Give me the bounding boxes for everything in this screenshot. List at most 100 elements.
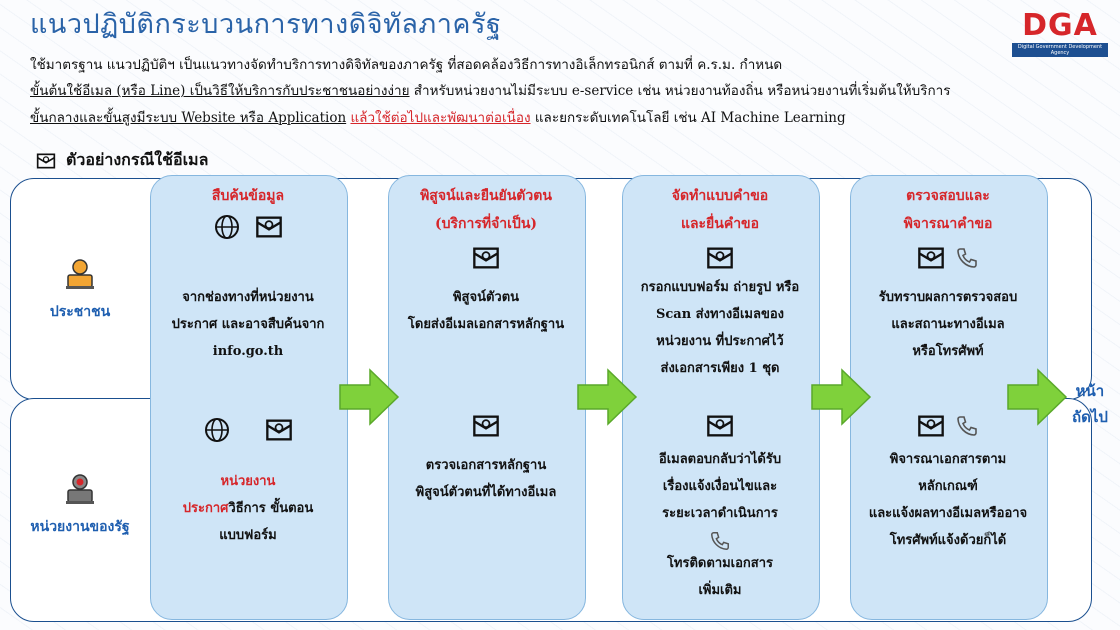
step-2-citizen-text: พิสูจน์ตัวตน โดยส่งอีเมลเอกสารหลักฐาน: [388, 284, 584, 338]
text-line: ประกาศ และอาจสืบค้นจาก: [171, 317, 325, 332]
step-4-heading: ตรวจสอบและ พิจารณาคำขอ: [850, 182, 1046, 238]
step-4-citizen-text: รับทราบผลการตรวจสอบ และสถานะทางอีเมล หรื…: [850, 284, 1046, 365]
dga-logo: DGA Digital Government Development Agenc…: [1012, 8, 1108, 57]
text-line: หรือโทรศัพท์: [912, 344, 984, 359]
text-line: แบบฟอร์ม: [219, 528, 277, 543]
text-line: กรอกแบบฟอร์ม ถ่ายรูป หรือ: [640, 280, 800, 295]
example-label-text: ตัวอย่างกรณีใช้อีเมล: [66, 150, 209, 169]
step-3-heading-line: และยื่นคำขอ: [680, 216, 760, 232]
step-1-citizen-text: จากช่องทางที่หน่วยงาน ประกาศ และอาจสืบค้…: [150, 284, 346, 365]
step-1-citizen-icons: [150, 213, 346, 241]
text-line: ส่งเอกสารเพียง 1 ชุด: [660, 361, 780, 376]
step-1-heading: สืบค้นข้อมูล: [150, 182, 346, 210]
text-red: ประกาศ: [182, 501, 229, 516]
step-3-phone-icons: [622, 530, 818, 552]
example-label: ตัวอย่างกรณีใช้อีเมล: [36, 148, 208, 173]
email-icon: [707, 247, 733, 269]
role-citizen-label: ประชาชน: [49, 304, 111, 320]
next-page-label: ถัดไป: [1072, 408, 1108, 426]
globe-icon: [215, 215, 239, 239]
step-3-heading: จัดทำแบบคำขอ และยื่นคำขอ: [622, 182, 818, 238]
intro-line-1: ใช้มาตรฐาน แนวปฏิบัติฯ เป็นแนวทางจัดทำบร…: [30, 57, 783, 73]
text-line: และแจ้งผลทางอีเมลหรืออาจ: [868, 506, 1028, 521]
step-4-agency-text: พิจารณาเอกสารตาม หลักเกณฑ์ และแจ้งผลทางอ…: [850, 446, 1046, 554]
text-line: เรื่องแจ้งเงื่อนไขและ: [662, 479, 778, 494]
next-page-link[interactable]: หน้า ถัดไป: [1072, 378, 1108, 430]
step-3-agency-icons: [622, 412, 818, 440]
arrow-right-icon: [339, 368, 400, 426]
step-4-citizen-icons: [850, 244, 1046, 272]
text-line: หน่วยงาน ที่ประกาศไว้: [656, 334, 784, 349]
step-4-heading-line: พิจารณาคำขอ: [903, 216, 993, 232]
government-officer-icon: [66, 474, 94, 504]
step-2-heading-line: พิสูจน์และยืนยันตัวตน: [420, 188, 552, 204]
email-icon: [266, 419, 292, 441]
text-line: โดยส่งอีเมลเอกสารหลักฐาน: [407, 317, 565, 332]
email-icon: [473, 415, 499, 437]
intro-line-3-red: แล้วใช้ต่อไปและพัฒนาต่อเนื่อง: [350, 110, 531, 126]
text-rest: วิธีการ ขั้นตอน: [228, 501, 314, 516]
logo-tagline: Digital Government Development Agency: [1012, 43, 1108, 57]
page-title: แนวปฏิบัติกระบวนการทางดิจิทัลภาครัฐ: [30, 9, 502, 40]
step-1-heading-line: สืบค้นข้อมูล: [211, 188, 285, 204]
text-line: พิจารณาเอกสารตาม: [889, 452, 1007, 467]
email-icon: [918, 415, 944, 437]
text-line: รับทราบผลการตรวจสอบ: [878, 290, 1018, 305]
intro-line-2: ขั้นต้นใช้อีเมล (หรือ Line) เป็นวิธีให้บ…: [30, 79, 950, 101]
step-3-agency-text-2: โทรติดตามเอกสาร เพิ่มเติม: [622, 550, 818, 604]
phone-icon: [711, 532, 729, 550]
intro-line-2-underlined: ขั้นต้นใช้อีเมล (หรือ Line) เป็นวิธีให้บ…: [30, 83, 410, 99]
text-line: พิสูจน์ตัวตน: [452, 290, 520, 305]
email-icon: [256, 216, 282, 238]
text-line: อีเมลตอบกลับว่าได้รับ: [658, 452, 782, 467]
text-line: โทรศัพท์แจ้งด้วยก็ได้: [889, 533, 1007, 548]
text-line: หน่วยงาน: [220, 474, 276, 489]
text-line: ตรวจเอกสารหลักฐาน: [425, 458, 547, 473]
logo-text: DGA: [1022, 8, 1098, 43]
step-3-heading-line: จัดทำแบบคำขอ: [671, 188, 769, 204]
step-column-1: [150, 175, 348, 620]
step-4-agency-icons: [850, 412, 1046, 440]
role-agency: หน่วยงานของรัฐ: [20, 470, 140, 538]
email-icon: [473, 247, 499, 269]
email-icon: [707, 415, 733, 437]
role-agency-label: หน่วยงานของรัฐ: [30, 519, 130, 535]
phone-icon: [957, 416, 977, 436]
text-line: Scan ส่งทางอีเมลของ: [655, 307, 785, 322]
step-2-heading-line: (บริการที่จำเป็น): [434, 216, 538, 232]
email-icon: [36, 153, 56, 168]
step-2-heading: พิสูจน์และยืนยันตัวตน (บริการที่จำเป็น): [388, 182, 584, 238]
text-line: โทรติดตามเอกสาร: [666, 556, 774, 571]
role-citizen: ประชาชน: [20, 255, 140, 323]
intro-line-2-rest: สำหรับหน่วยงานไม่มีระบบ e-service เช่น ห…: [409, 83, 951, 99]
intro-line-3-underlined: ขั้นกลางและขั้นสูงมีระบบ Website หรือ Ap…: [30, 110, 347, 126]
text-line: info.go.th: [212, 344, 284, 359]
step-3-citizen-text: กรอกแบบฟอร์ม ถ่ายรูป หรือ Scan ส่งทางอีเ…: [622, 274, 818, 382]
text-line: หลักเกณฑ์: [918, 479, 978, 494]
step-3-agency-text: อีเมลตอบกลับว่าได้รับ เรื่องแจ้งเงื่อนไข…: [622, 446, 818, 527]
step-4-heading-line: ตรวจสอบและ: [906, 188, 990, 204]
email-icon: [918, 247, 944, 269]
step-2-citizen-icons: [388, 244, 584, 272]
step-1-agency-text: หน่วยงาน ประกาศวิธีการ ขั้นตอน แบบฟอร์ม: [150, 468, 346, 549]
arrow-right-icon: [577, 368, 638, 426]
next-page-label: หน้า: [1075, 382, 1105, 400]
text-line: เพิ่มเติม: [698, 583, 742, 598]
step-2-agency-icons: [388, 412, 584, 440]
person-computer-icon: [66, 259, 94, 289]
next-page-arrow-icon[interactable]: [1006, 368, 1068, 426]
step-3-citizen-icons: [622, 244, 818, 272]
step-1-agency-icons: [150, 416, 346, 444]
text-line: พิสูจน์ตัวตนที่ได้ทางอีเมล: [415, 485, 557, 500]
text-line: จากช่องทางที่หน่วยงาน: [182, 290, 314, 305]
step-column-2: [388, 175, 586, 620]
text-line: และสถานะทางอีเมล: [891, 317, 1005, 332]
globe-icon: [205, 418, 229, 442]
phone-icon: [957, 248, 977, 268]
intro-line-3-rest: และยกระดับเทคโนโลยี เช่น AI Machine Lear…: [530, 110, 846, 126]
text-line: ประกาศวิธีการ ขั้นตอน: [150, 495, 346, 522]
arrow-right-icon: [811, 368, 872, 426]
text-line: ระยะเวลาดำเนินการ: [662, 506, 778, 521]
step-2-agency-text: ตรวจเอกสารหลักฐาน พิสูจน์ตัวตนที่ได้ทางอ…: [388, 452, 584, 506]
intro-line-3: ขั้นกลางและขั้นสูงมีระบบ Website หรือ Ap…: [30, 106, 846, 128]
